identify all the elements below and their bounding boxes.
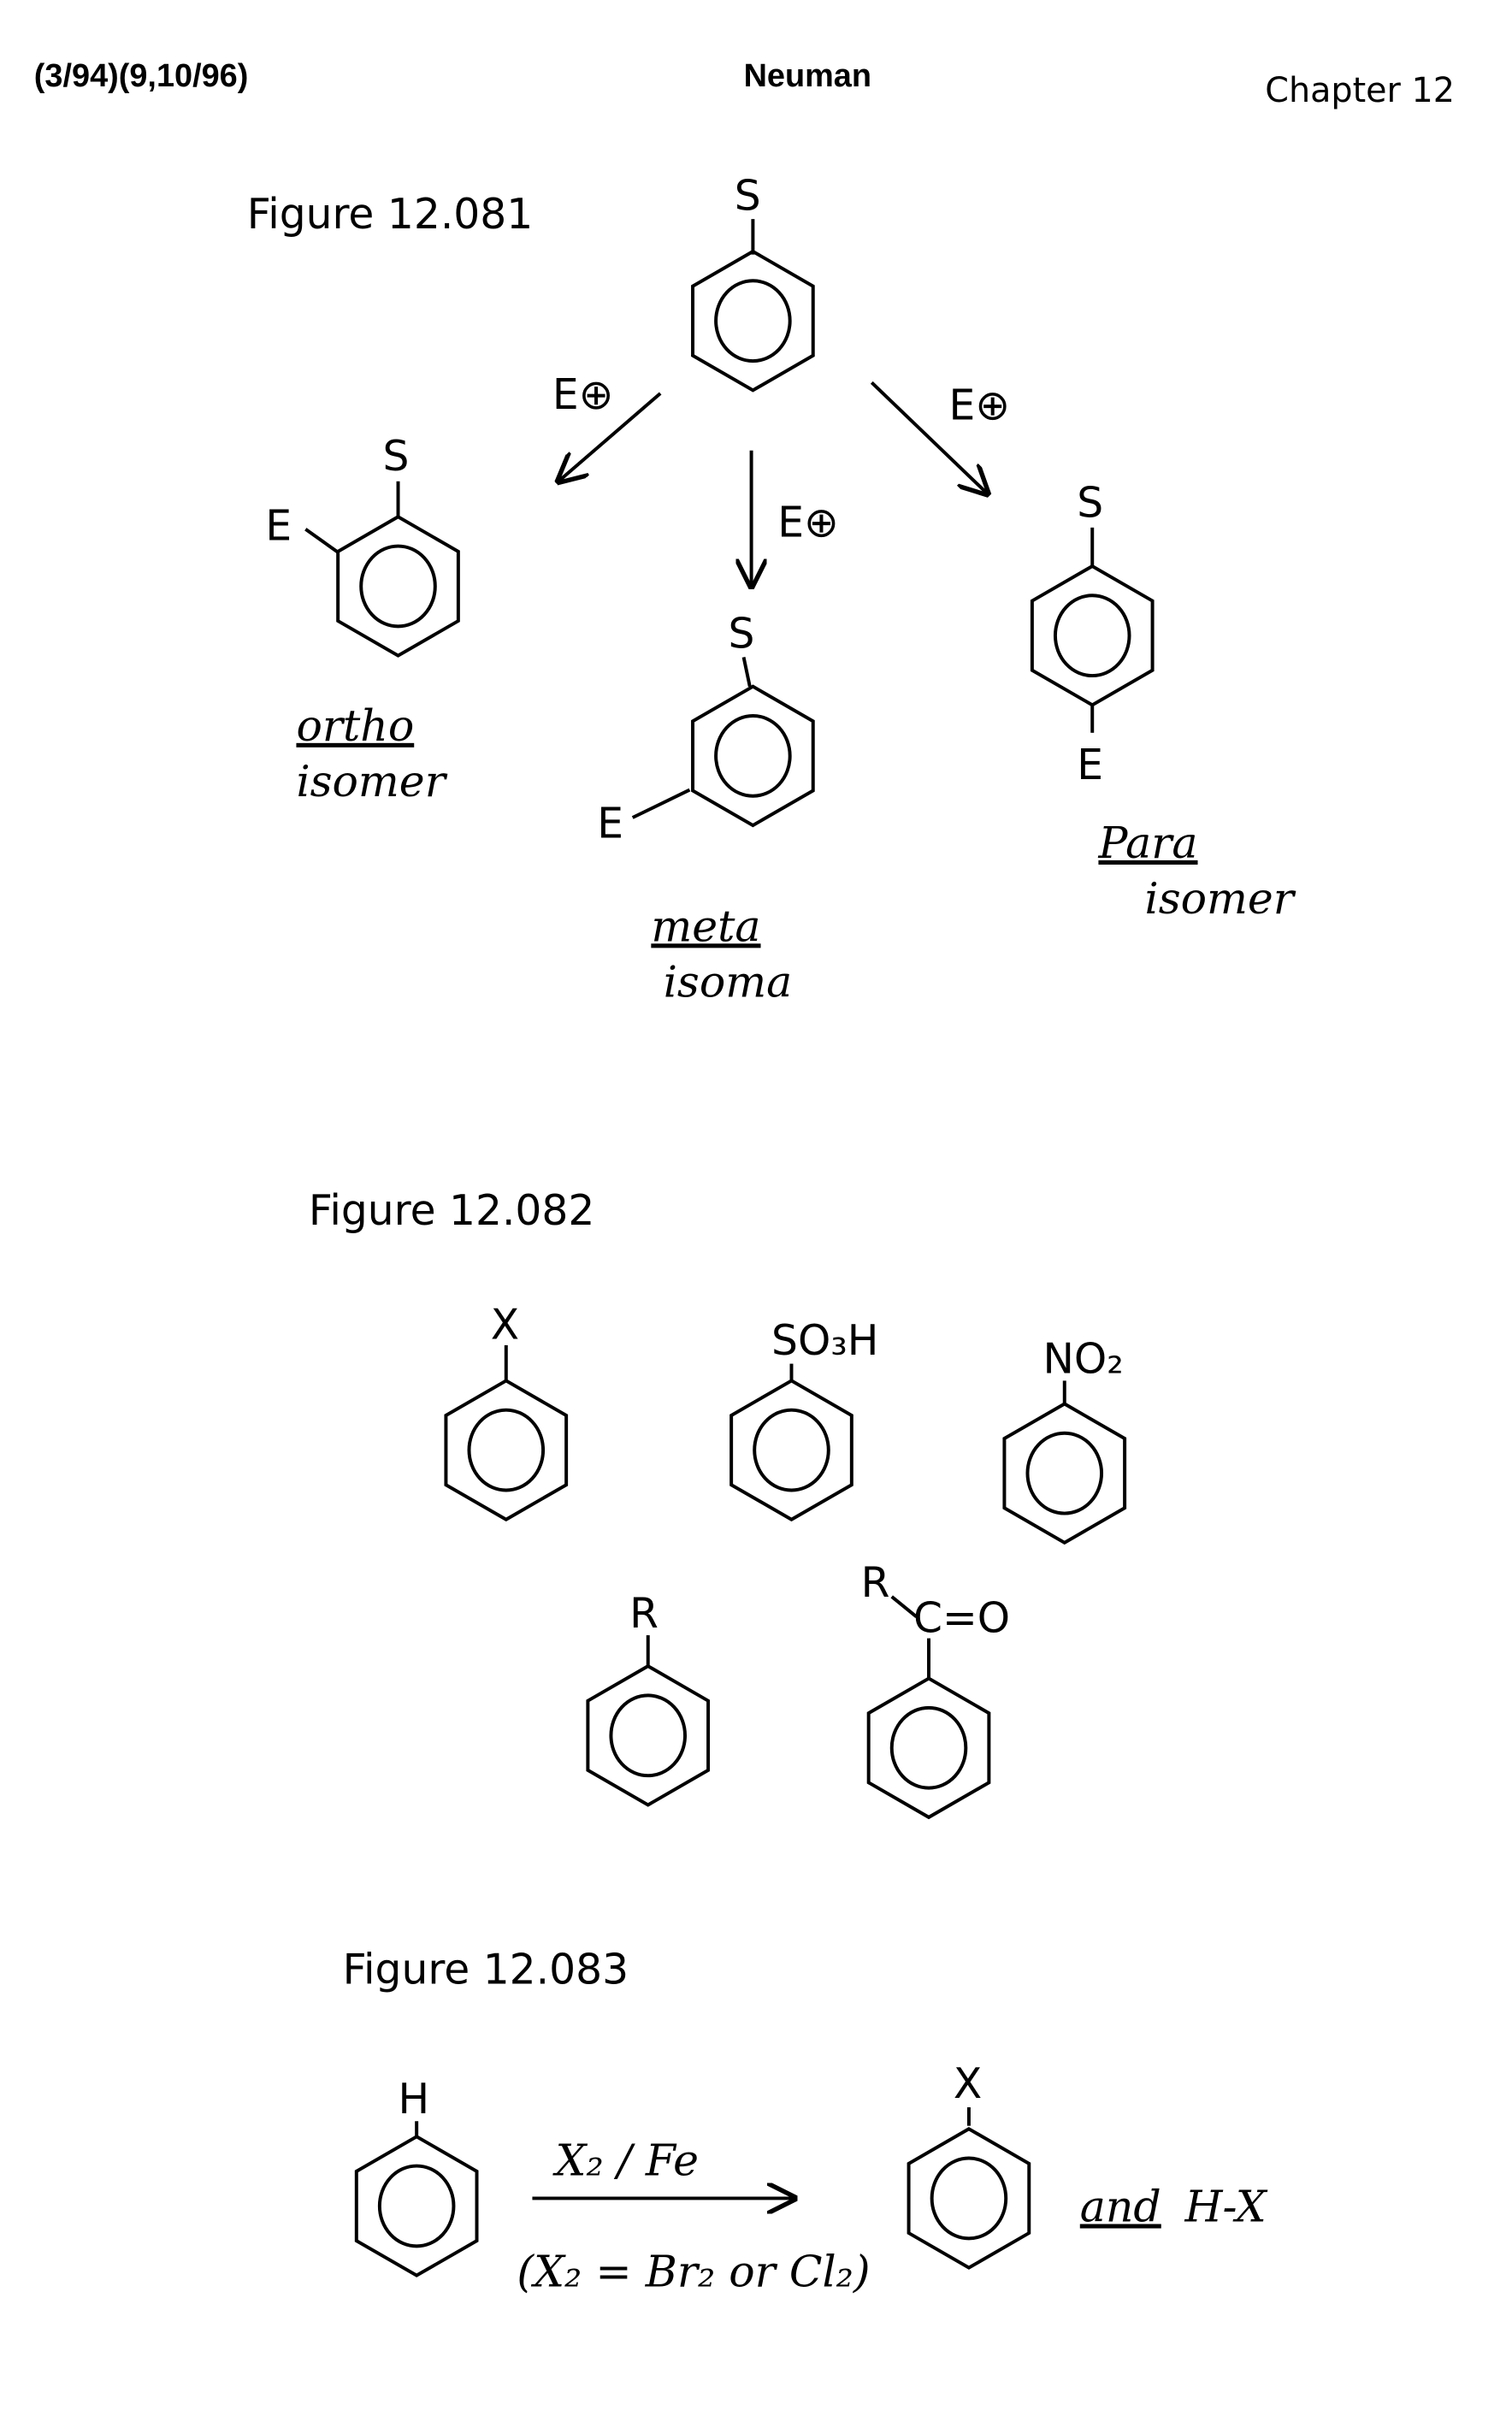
figure-label: Figure 12.083 (343, 1946, 629, 1994)
atom-x: X (491, 1302, 519, 1350)
benzene-ring (1002, 1402, 1127, 1545)
benzene-ring (907, 2126, 1031, 2270)
header-chapter: Chapter 12 (1265, 71, 1455, 110)
reagent-electrophile: E⊕ (777, 499, 839, 547)
benzene-ring (1030, 564, 1155, 707)
figure-label: Figure 12.081 (247, 191, 533, 239)
conjunction: and (1080, 2182, 1161, 2232)
atom-s: S (735, 172, 761, 220)
benzene-ring (691, 249, 815, 393)
byproduct: H-X (1184, 2182, 1267, 2232)
benzene-ring (354, 2135, 479, 2277)
atom-h: H (399, 2076, 430, 2124)
label-isomer: isomer (296, 756, 447, 806)
group-r: R (861, 1559, 890, 1607)
benzene-ring (866, 1676, 991, 1820)
arrow-ortho (558, 392, 662, 481)
benzene-ring (444, 1379, 569, 1522)
atom-e: E (265, 502, 292, 550)
label-meta: meta (651, 901, 760, 951)
group-so3h: SO₃H (771, 1317, 878, 1365)
figure-12-083: Figure 12.083 H X₂ / Fe (X₂ = Br₂ or Cl₂… (343, 1946, 1268, 2297)
arrow-para (870, 381, 987, 493)
label-isoma: isoma (664, 956, 792, 1007)
reagent-electrophile: E⊕ (948, 382, 1010, 430)
benzene-ring (729, 1379, 853, 1522)
header-author: Neuman (744, 58, 871, 94)
atom-s: S (1077, 479, 1103, 527)
group-carbonyl: C=O (913, 1594, 1010, 1642)
benzene-ring (336, 514, 460, 658)
label-para: Para (1097, 818, 1197, 868)
atom-e: E (597, 800, 623, 848)
label-isomer: isomer (1145, 873, 1296, 924)
atom-x: X (954, 2060, 982, 2108)
condition-label: (X₂ = Br₂ or Cl₂) (517, 2246, 870, 2296)
figure-12-082: Figure 12.082 X SO₃H NO₂ R R C=O (309, 1187, 1124, 1679)
label-ortho: ortho (296, 700, 414, 751)
figure-12-081: Figure 12.081 S E⊕ E⊕ E⊕ S E ortho isome… (247, 172, 1296, 2277)
benzene-ring (586, 1663, 711, 1807)
reagent-electrophile: E⊕ (552, 371, 614, 419)
atom-s: S (382, 433, 409, 481)
header-dates: (3/94)(9,10/96) (34, 58, 249, 94)
benzene-ring (691, 684, 815, 828)
figure-label: Figure 12.082 (309, 1187, 595, 1235)
reagent-label: X₂ / Fe (552, 2135, 699, 2185)
group-r: R (629, 1590, 659, 1638)
atom-s: S (729, 611, 755, 659)
benzene-rings (336, 249, 1155, 2277)
group-no2: NO₂ (1043, 1335, 1124, 1383)
atom-e: E (1077, 741, 1103, 789)
